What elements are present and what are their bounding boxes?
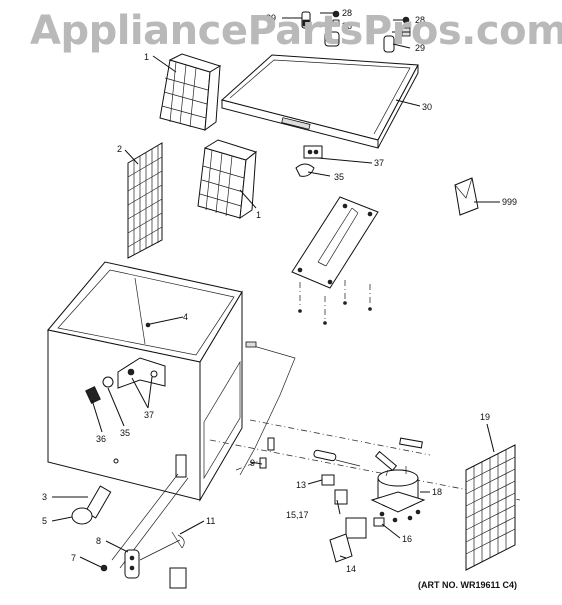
callout-35-side: 35 — [120, 428, 130, 438]
art-number: (ART NO. WR19611 C4) — [418, 580, 518, 590]
callout-30: 30 — [422, 102, 432, 112]
callout-37-side: 37 — [144, 410, 154, 420]
callout-999: 999 — [502, 197, 517, 207]
callout-4: 4 — [183, 312, 188, 322]
callout-3: 3 — [42, 492, 47, 502]
relay-overload-parts — [334, 437, 423, 505]
callout-26: 26 — [342, 21, 352, 31]
callout-35-upper: 35 — [334, 172, 344, 182]
callout-15-17: 15,17 — [286, 510, 309, 520]
callout-16: 16 — [402, 534, 412, 544]
callout-leaders — [51, 12, 500, 568]
condenser-grille — [465, 444, 516, 571]
lid-assembly — [220, 54, 419, 149]
bracket-screws — [298, 280, 372, 325]
site-watermark: AppliancePartsPros.com — [30, 8, 562, 54]
callout-9: 9 — [250, 458, 255, 468]
callout-29-right: 29 — [415, 43, 425, 53]
callout-labels: 1 1 2 3 4 5 7 8 9 11 13 14 15,17 16 18 1… — [42, 8, 517, 574]
callout-1-upper: 1 — [144, 52, 149, 62]
callout-19: 19 — [480, 412, 490, 422]
callout-36: 36 — [96, 434, 106, 444]
callout-8: 8 — [96, 536, 101, 546]
light-assembly — [71, 458, 119, 572]
basket-lower — [197, 139, 258, 220]
callout-2: 2 — [117, 144, 122, 154]
callout-28-right: 28 — [415, 15, 425, 25]
callout-1-lower: 1 — [256, 210, 261, 220]
start-capacitor-bracket — [329, 517, 385, 563]
callout-28-left: 28 — [342, 8, 352, 18]
hinge-and-knob-top — [295, 145, 323, 177]
callout-37-upper: 37 — [374, 158, 384, 168]
capillary-tube — [239, 344, 296, 476]
divider-grille — [127, 142, 163, 259]
compressor — [370, 466, 426, 523]
callout-29-left: 29 — [266, 13, 276, 23]
lid-switch-assembly — [111, 473, 189, 589]
callout-7: 7 — [71, 553, 76, 563]
callout-18: 18 — [432, 487, 442, 497]
basket-upper — [159, 53, 222, 132]
mounting-bracket-plate — [291, 196, 379, 289]
thermostat-bracket — [117, 322, 166, 389]
callout-13: 13 — [296, 480, 306, 490]
callout-14: 14 — [346, 564, 356, 574]
callout-5: 5 — [42, 516, 47, 526]
callout-11: 11 — [206, 516, 215, 526]
literature-envelope — [454, 177, 479, 216]
thermostat-knob-side — [85, 376, 114, 404]
drier-tube — [313, 449, 361, 486]
